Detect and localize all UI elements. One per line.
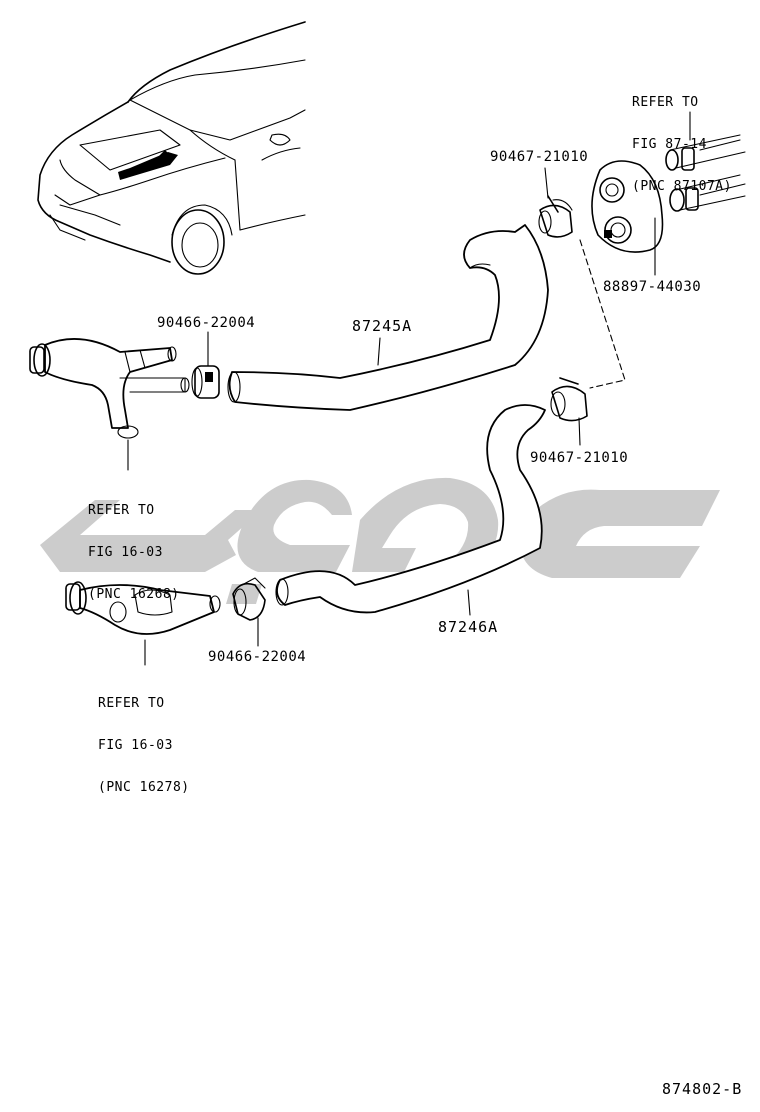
hose-upper (227, 224, 549, 411)
reference-line-3: (PNC 16278) (98, 780, 190, 795)
reference-line-1: REFER TO (98, 696, 165, 711)
reference-line-3: (PNC 16268) (88, 587, 180, 602)
reference-left-lower: REFER TO FIG 16-03 (PNC 16278) (98, 669, 190, 809)
pipe-fitting-icon (665, 134, 746, 212)
callout-clamp-upper-right: 90467-21010 (490, 149, 589, 165)
pipe-fitting-icon (65, 581, 221, 635)
reference-left-upper: REFER TO FIG 16-03 (PNC 16268) (88, 476, 180, 616)
reference-line-2: FIG 87-14 (632, 137, 707, 152)
callout-clamp-lower-left: 90466-22004 (208, 649, 307, 665)
leader-lines (127, 111, 691, 666)
callout-clamp-lower-right: 90467-21010 (530, 450, 629, 466)
callout-clamp-upper-left: 90466-22004 (157, 315, 256, 331)
reference-top-right: REFER TO FIG 87-14 (PNC 87107A) (632, 68, 732, 208)
grommet-icon (591, 160, 664, 253)
reference-line-3: (PNC 87107A) (632, 179, 732, 194)
reference-line-1: REFER TO (88, 503, 155, 518)
hose-clamp-icon (191, 195, 588, 621)
pipe-fitting-icon (29, 338, 190, 439)
reference-line-1: REFER TO (632, 95, 699, 110)
hose-lower (275, 404, 546, 614)
callout-hose-upper: 87245A (352, 317, 413, 335)
reference-line-2: FIG 16-03 (88, 545, 163, 560)
watermark-logo (40, 477, 720, 604)
callout-hose-lower: 87246A (438, 618, 499, 636)
car-overview-icon (37, 21, 306, 275)
callout-grommet: 88897-44030 (603, 279, 702, 295)
figure-number: 874802-B (662, 1080, 743, 1098)
reference-line-2: FIG 16-03 (98, 738, 173, 753)
